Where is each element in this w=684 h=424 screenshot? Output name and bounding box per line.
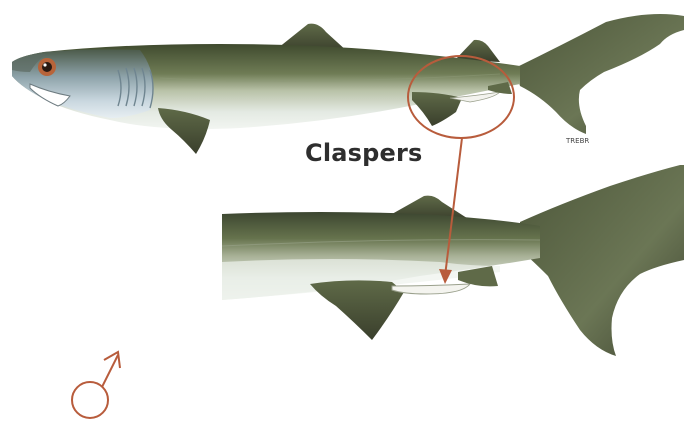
shark-full-view: [12, 14, 684, 154]
claspers-label: Claspers: [305, 139, 423, 167]
male-symbol-icon: [72, 352, 120, 418]
pelvic-fin: [412, 92, 462, 126]
artist-signature: TREBR: [566, 137, 589, 145]
caudal-fin: [515, 14, 684, 134]
pelvic-fin-closeup: [310, 280, 404, 340]
shark-closeup-view: [222, 164, 684, 356]
clasper-closeup: [392, 284, 470, 294]
